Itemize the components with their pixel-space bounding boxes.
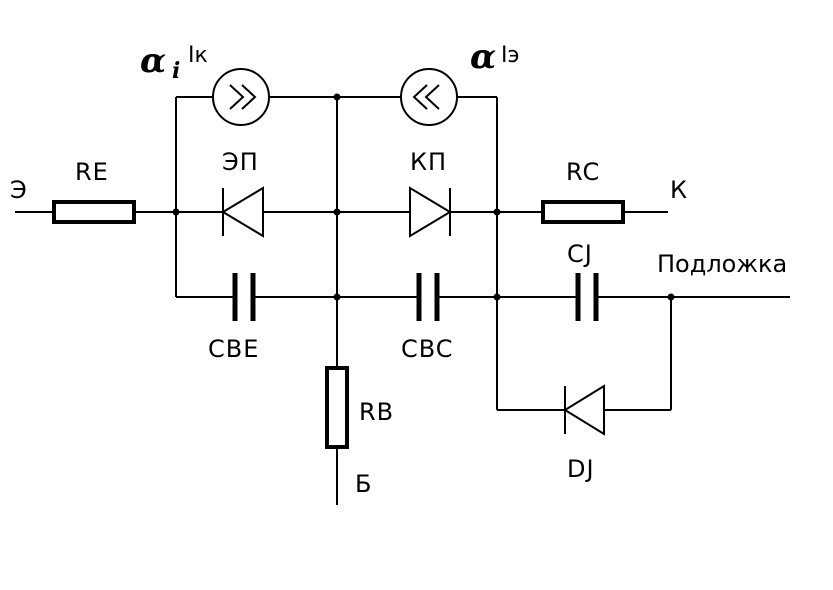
- source-right-alpha: α: [470, 37, 496, 77]
- diode-kp: [409, 186, 452, 238]
- label-kp: КП: [410, 148, 447, 176]
- source-left-alpha: α: [140, 41, 166, 81]
- label-dj: DJ: [567, 455, 595, 483]
- capacitor-cbe: [232, 273, 256, 321]
- diode-ep: [221, 186, 264, 238]
- diode-dj: [563, 384, 605, 436]
- label-cbe: CBE: [208, 335, 259, 363]
- terminal-substrate-label: Подложка: [657, 250, 787, 278]
- label-cbc: CBC: [401, 335, 454, 363]
- wires: [15, 96, 790, 505]
- source-right-current: Iэ: [501, 43, 520, 68]
- label-cj: CJ: [567, 240, 593, 268]
- terminal-emitter-label: Э: [10, 176, 28, 204]
- capacitor-cj: [575, 273, 599, 321]
- terminal-collector-label: К: [670, 176, 688, 204]
- source-left-alpha-sub: i: [172, 58, 180, 84]
- label-re: RE: [75, 158, 109, 186]
- current-source-right: [400, 68, 458, 126]
- source-left-current: Iк: [188, 43, 208, 68]
- capacitor-cbc: [416, 273, 440, 321]
- label-ep: ЭП: [222, 148, 259, 176]
- resistor-rc: [541, 200, 625, 224]
- resistor-re: [52, 200, 136, 224]
- junction-dots: [172, 93, 675, 301]
- resistor-rb: [325, 366, 349, 449]
- label-rb: RB: [359, 398, 394, 426]
- label-rc: RC: [566, 158, 600, 186]
- terminal-base-label: Б: [355, 470, 372, 498]
- current-source-left: [212, 68, 270, 126]
